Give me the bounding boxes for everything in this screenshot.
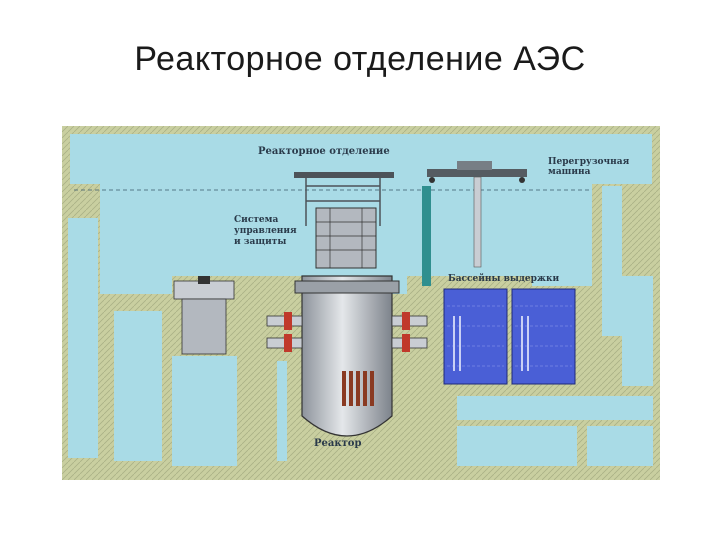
aux-pump-body (182, 299, 226, 354)
label-reactor: Реактор (314, 438, 361, 449)
label-refueling-2: машина (548, 167, 591, 177)
support-column (422, 186, 431, 286)
right-room-e (602, 186, 622, 336)
slide-title: Реакторное отделение АЭС (0, 40, 720, 79)
label-pools: Бассейны выдержки (448, 273, 560, 284)
left-room-a (68, 218, 98, 458)
label-control-2: управления (234, 226, 297, 236)
refueling-mast (474, 177, 481, 267)
label-control-3: и защиты (234, 237, 286, 247)
vessel-flange (295, 281, 399, 293)
right-room-b (457, 426, 577, 466)
refueling-trolley (457, 161, 492, 170)
right-room-d (622, 276, 653, 386)
reactor-vessel (302, 276, 392, 436)
crane-rail (294, 172, 394, 178)
left-room-c (172, 356, 237, 466)
left-room-d (277, 361, 287, 461)
label-control-1: Система (234, 215, 278, 225)
reactor-section-diagram: Реакторное отделение Перегрузочная машин… (62, 126, 660, 480)
label-section-title: Реакторное отделение (258, 146, 390, 157)
label-refueling-1: Перегрузочная (548, 157, 630, 167)
drive-block (316, 208, 376, 268)
right-room-c (587, 426, 653, 466)
refueling-bridge (427, 169, 527, 177)
left-room-b (114, 311, 162, 461)
aux-pump-cap (198, 276, 210, 284)
right-room-a (457, 396, 653, 420)
